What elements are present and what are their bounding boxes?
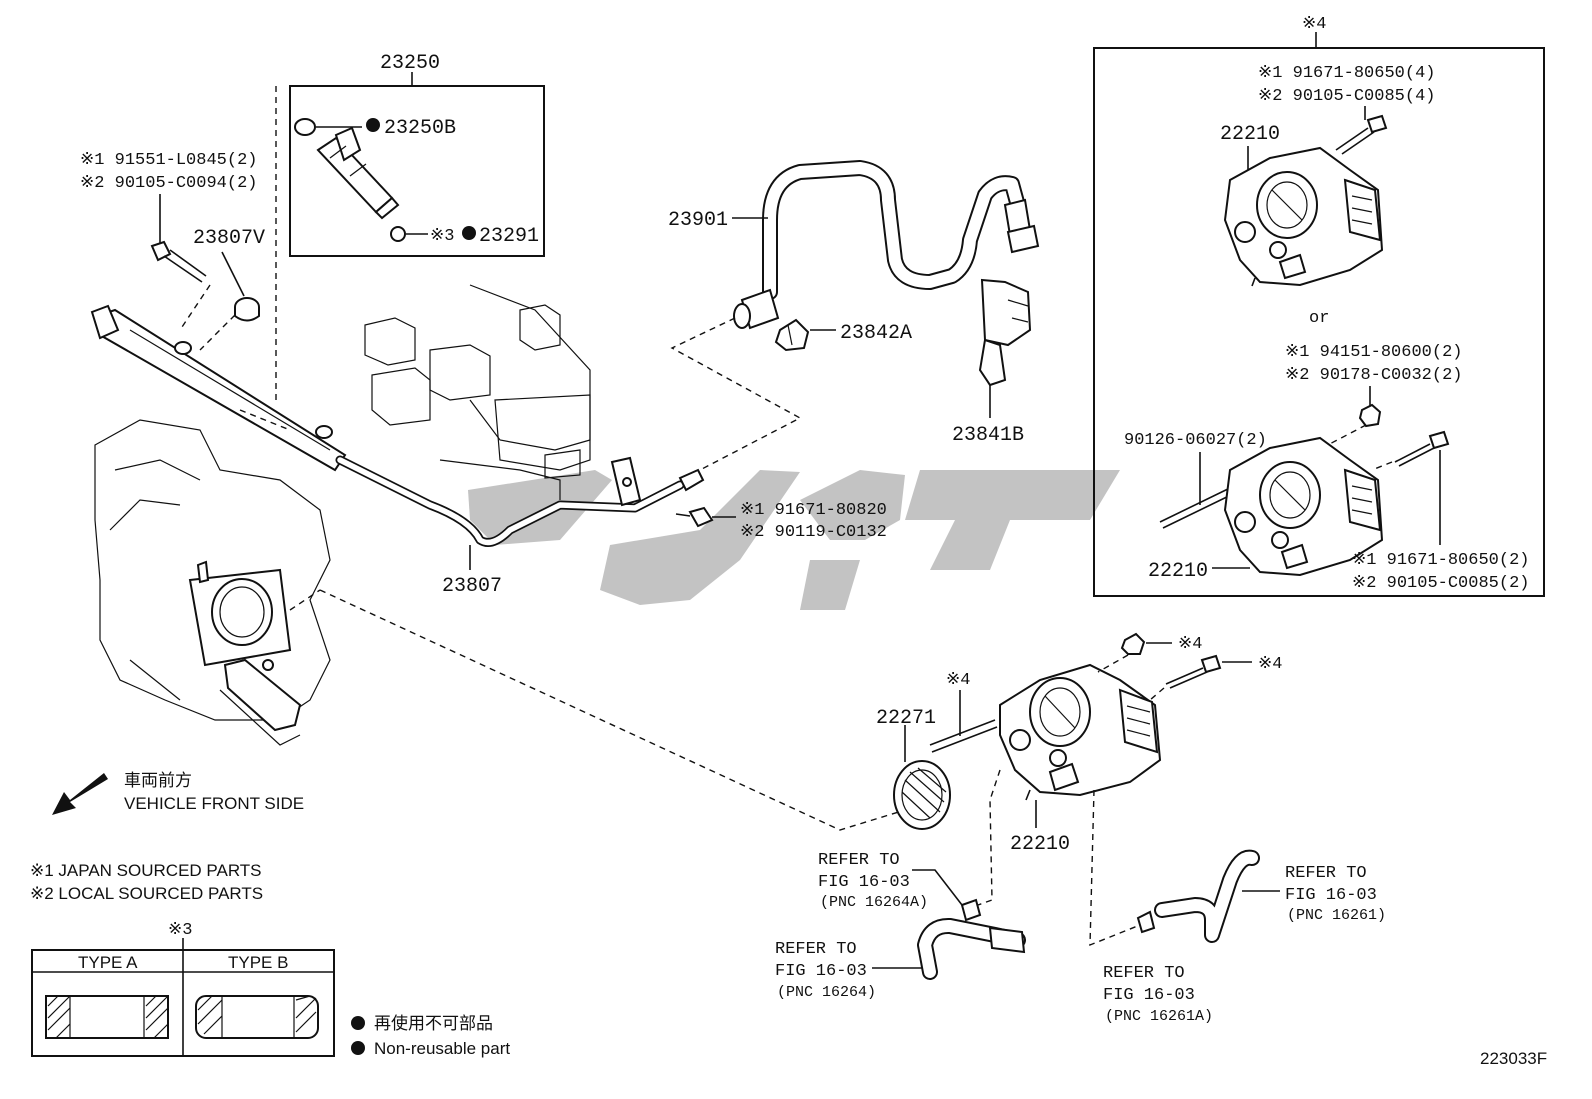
hose-16264 [917,917,1026,980]
label-23807: 23807 [442,575,502,598]
refer-line: REFER TO [775,940,857,959]
refer-line: FIG 16-03 [775,962,867,981]
type-b-label: TYPE B [228,953,288,972]
label-22271: 22271 [876,707,936,730]
bolt-mid-japan: ※1 91671-80820 [740,501,887,520]
clamp-16264a [960,898,982,922]
note4-mark-nut: ※4 [1178,635,1202,654]
figure-code: 223033F [1480,1049,1547,1068]
box4-bolt2-japan: ※1 91671-80650(2) [1352,551,1529,570]
clamp-23842a [774,318,810,352]
non-reusable-mark [351,1016,365,1030]
refer-line: REFER TO [1103,964,1185,983]
type-table: ※3 TYPE A TYPE B [31,921,335,1057]
spacer-23807v [234,297,260,322]
box4-label-22210-top: 22210 [1220,123,1280,146]
seal-23291 [390,226,406,242]
refer-16261a: REFER TO FIG 16-03 (PNC 16261A) [1103,964,1213,1025]
note4-mark-bolt: ※4 [1258,655,1282,674]
legend-note1: ※1 JAPAN SOURCED PARTS [30,861,262,880]
refer-line: FIG 16-03 [1103,986,1195,1005]
note4-box-group: ※4 ※1 91671-80650(4) ※2 90105-C0085(4) 2… [1093,15,1545,597]
box4-label-22210-bottom: 22210 [1148,560,1208,583]
refer-16261: REFER TO FIG 16-03 (PNC 16261) [1242,864,1386,924]
injector-box [289,85,545,257]
legend-note2: ※2 LOCAL SOURCED PARTS [30,884,263,903]
refer-line: (PNC 16264) [777,984,876,1001]
label-23291: 23291 [479,225,539,248]
throttle-body-main [999,663,1162,801]
bracket-bolt [675,506,714,528]
stud-note4 [929,719,998,753]
type-table-title: ※3 [168,921,192,940]
box4-nut [1358,403,1382,428]
label-23901: 23901 [668,209,728,232]
bolt-note4 [1165,654,1222,689]
non-reusable-mark [462,226,476,240]
fuel-tube-23807 [335,455,705,547]
fuel-delivery-pipe [90,304,347,472]
refer-16264a: REFER TO FIG 16-03 (PNC 16264A) [818,851,963,911]
box4-title: ※4 [1302,15,1326,34]
gasket-22271 [893,760,951,830]
refer-16264: REFER TO FIG 16-03 (PNC 16264) [775,940,922,1001]
refer-line: (PNC 16261A) [1105,1008,1213,1025]
refer-line: REFER TO [1285,864,1367,883]
non-reusable-mark [351,1041,365,1055]
label-23250b: 23250B [384,117,456,140]
bolt-part-japan: ※1 91551-L0845(2) [80,151,257,170]
front-label-jp: 車両前方 [124,771,192,790]
non-reusable-mark [366,118,380,132]
bolt-mid-local: ※2 90119-C0132 [740,523,887,542]
engine-block [364,284,591,500]
box4-nut-japan: ※1 94151-80600(2) [1285,343,1462,362]
o-ring-23250b [294,118,316,136]
box4-bolt-top [1335,114,1388,155]
note-3-mark: ※3 [430,227,454,246]
label-23807v: 23807V [193,227,265,250]
type-b-seal [195,995,319,1039]
note4-mark-stud: ※4 [946,671,970,690]
refer-line: REFER TO [818,851,900,870]
type-a-seal [45,995,169,1039]
label-23842a: 23842A [840,322,912,345]
clamp-16261a [1136,910,1156,934]
box4-stud-bolt [1159,486,1236,529]
hose-16261 [1154,849,1260,943]
nut-note4 [1120,632,1146,655]
nonreuse-label-en: Non-reusable part [374,1039,510,1058]
box4-bolt2-local: ※2 90105-C0085(2) [1352,574,1529,593]
label-23250: 23250 [380,52,440,75]
refer-line: FIG 16-03 [1285,886,1377,905]
intake-manifold [94,419,331,746]
bracket-23841b [978,278,1032,387]
wire-harness-23901 [733,160,1040,330]
type-a-label: TYPE A [78,953,138,972]
box4-bolt-right [1394,430,1450,467]
label-23841b: 23841B [952,424,1024,447]
throttle-body-top [1223,146,1384,287]
nonreuse-label-jp: 再使用不可部品 [374,1013,493,1033]
refer-line: (PNC 16261) [1287,907,1386,924]
front-arrow-icon [52,773,108,815]
watermark-logo [468,470,1120,610]
note4-box [1093,47,1545,597]
refer-line: (PNC 16264A) [820,894,928,911]
throttle-body-bottom [1223,436,1393,577]
box4-nut-local: ※2 90178-C0032(2) [1285,366,1462,385]
box4-stud: 90126-06027(2) [1124,431,1267,450]
label-22210-main: 22210 [1010,833,1070,856]
fuel-injector [316,126,400,220]
box4-bolt1-local: ※2 90105-C0085(4) [1258,87,1435,106]
box4-or: or [1309,309,1329,328]
injector-group: 23250 23250B ※3 23291 [289,52,545,257]
fuel-rail-bolt [150,240,207,283]
refer-line: FIG 16-03 [818,873,910,892]
front-label-en: VEHICLE FRONT SIDE [124,794,304,813]
bolt-part-local: ※2 90105-C0094(2) [80,174,257,193]
box4-bolt1-japan: ※1 91671-80650(4) [1258,64,1435,83]
